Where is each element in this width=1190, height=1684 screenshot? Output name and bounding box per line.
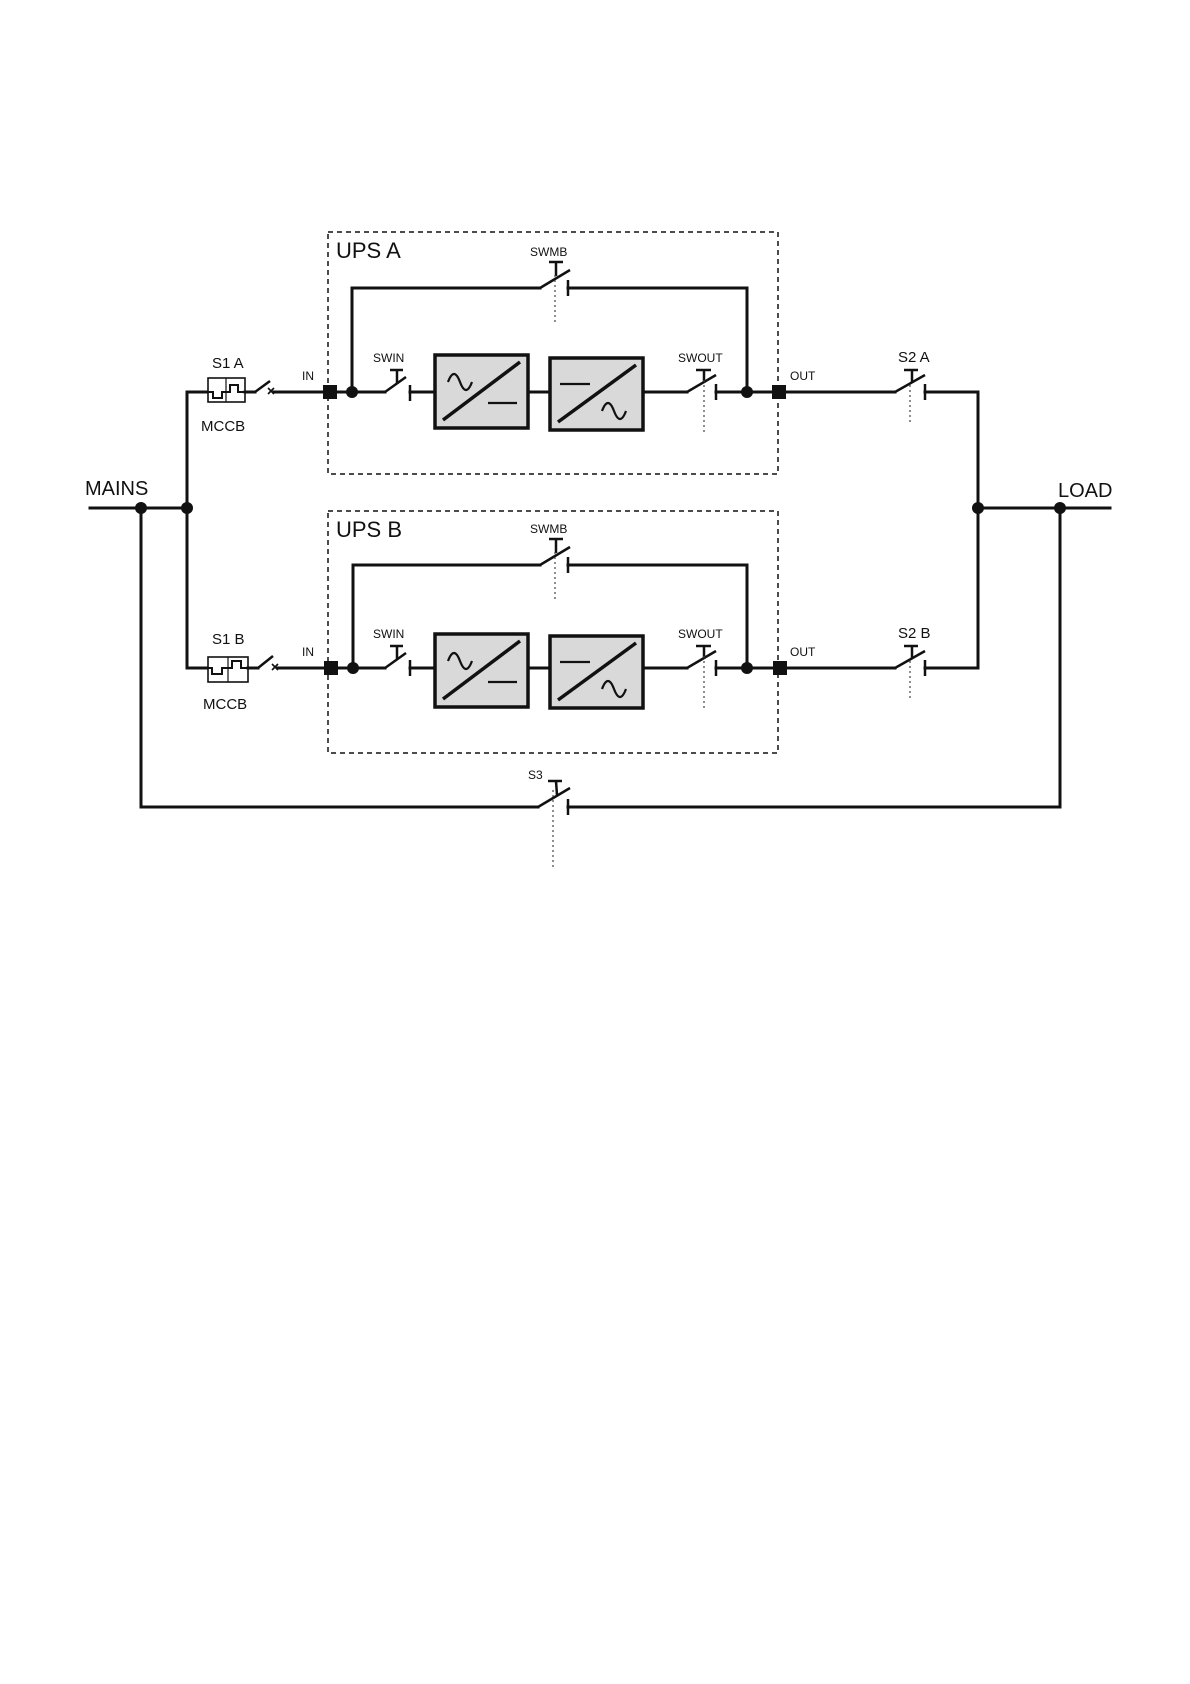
- mccb-b-label: MCCB: [203, 696, 247, 713]
- ups-b-title: UPS B: [336, 517, 402, 542]
- s1-b-label: S1 B: [212, 631, 245, 648]
- ups-b-out-label: OUT: [790, 645, 816, 659]
- ups-a-title: UPS A: [336, 238, 401, 263]
- ups-b-swmb-label: SWMB: [530, 522, 567, 536]
- ups-b-inverter-block: [550, 636, 643, 708]
- ups-a-out-node: [741, 386, 753, 398]
- mains-label: MAINS: [85, 478, 148, 500]
- ups-a-swout-label: SWOUT: [678, 351, 723, 365]
- ups-a-out-label: OUT: [790, 369, 816, 383]
- ups-b-swin-label: SWIN: [373, 627, 404, 641]
- s3-label: S3: [528, 768, 543, 782]
- mccb-a-label: MCCB: [201, 418, 245, 435]
- ups-b: UPS B SWMB SWIN SWOUT IN OUT S1 B MCCB S…: [203, 511, 978, 753]
- ups-b-out-terminal: [773, 661, 787, 675]
- ups-a-swmb-switch: [540, 262, 570, 325]
- ups-a-out-terminal: [772, 385, 786, 399]
- load-merge-node: [972, 502, 984, 514]
- ups-b-in-label: IN: [302, 645, 314, 659]
- ups-a-swin-switch: [385, 370, 410, 401]
- ups-b-swin-switch: [385, 646, 410, 676]
- load-feeder: [972, 392, 1110, 668]
- ups-a-in-terminal: [323, 385, 337, 399]
- ups-b-rectifier-block: [435, 634, 528, 707]
- s2-a-label: S2 A: [898, 349, 930, 366]
- ups-a-inverter-block: [550, 358, 643, 430]
- ups-a-swin-label: SWIN: [373, 351, 404, 365]
- mains-feeder: [90, 392, 208, 668]
- ups-b-out-node: [741, 662, 753, 674]
- ups-a-swmb-label: SWMB: [530, 245, 567, 259]
- mains-split-node: [181, 502, 193, 514]
- s1-b-mccb-breaker: [208, 656, 325, 682]
- ups-b-swout-label: SWOUT: [678, 627, 723, 641]
- ups-b-swmb-switch: [540, 539, 570, 602]
- ups-b-swout-switch: [687, 646, 716, 708]
- s1-a-label: S1 A: [212, 355, 244, 372]
- s2-a-switch: [895, 370, 925, 424]
- s2-b-label: S2 B: [898, 625, 931, 642]
- ups-b-in-terminal: [324, 661, 338, 675]
- ups-a-in-label: IN: [302, 369, 314, 383]
- ups-a: UPS A SWMB SWIN SWOUT IN OUT S1 A MCCB S…: [187, 232, 978, 474]
- ups-a-rectifier-block: [435, 355, 528, 428]
- load-label: LOAD: [1058, 480, 1112, 502]
- s2-b-switch: [895, 646, 925, 700]
- ups-a-swout-switch: [687, 370, 716, 432]
